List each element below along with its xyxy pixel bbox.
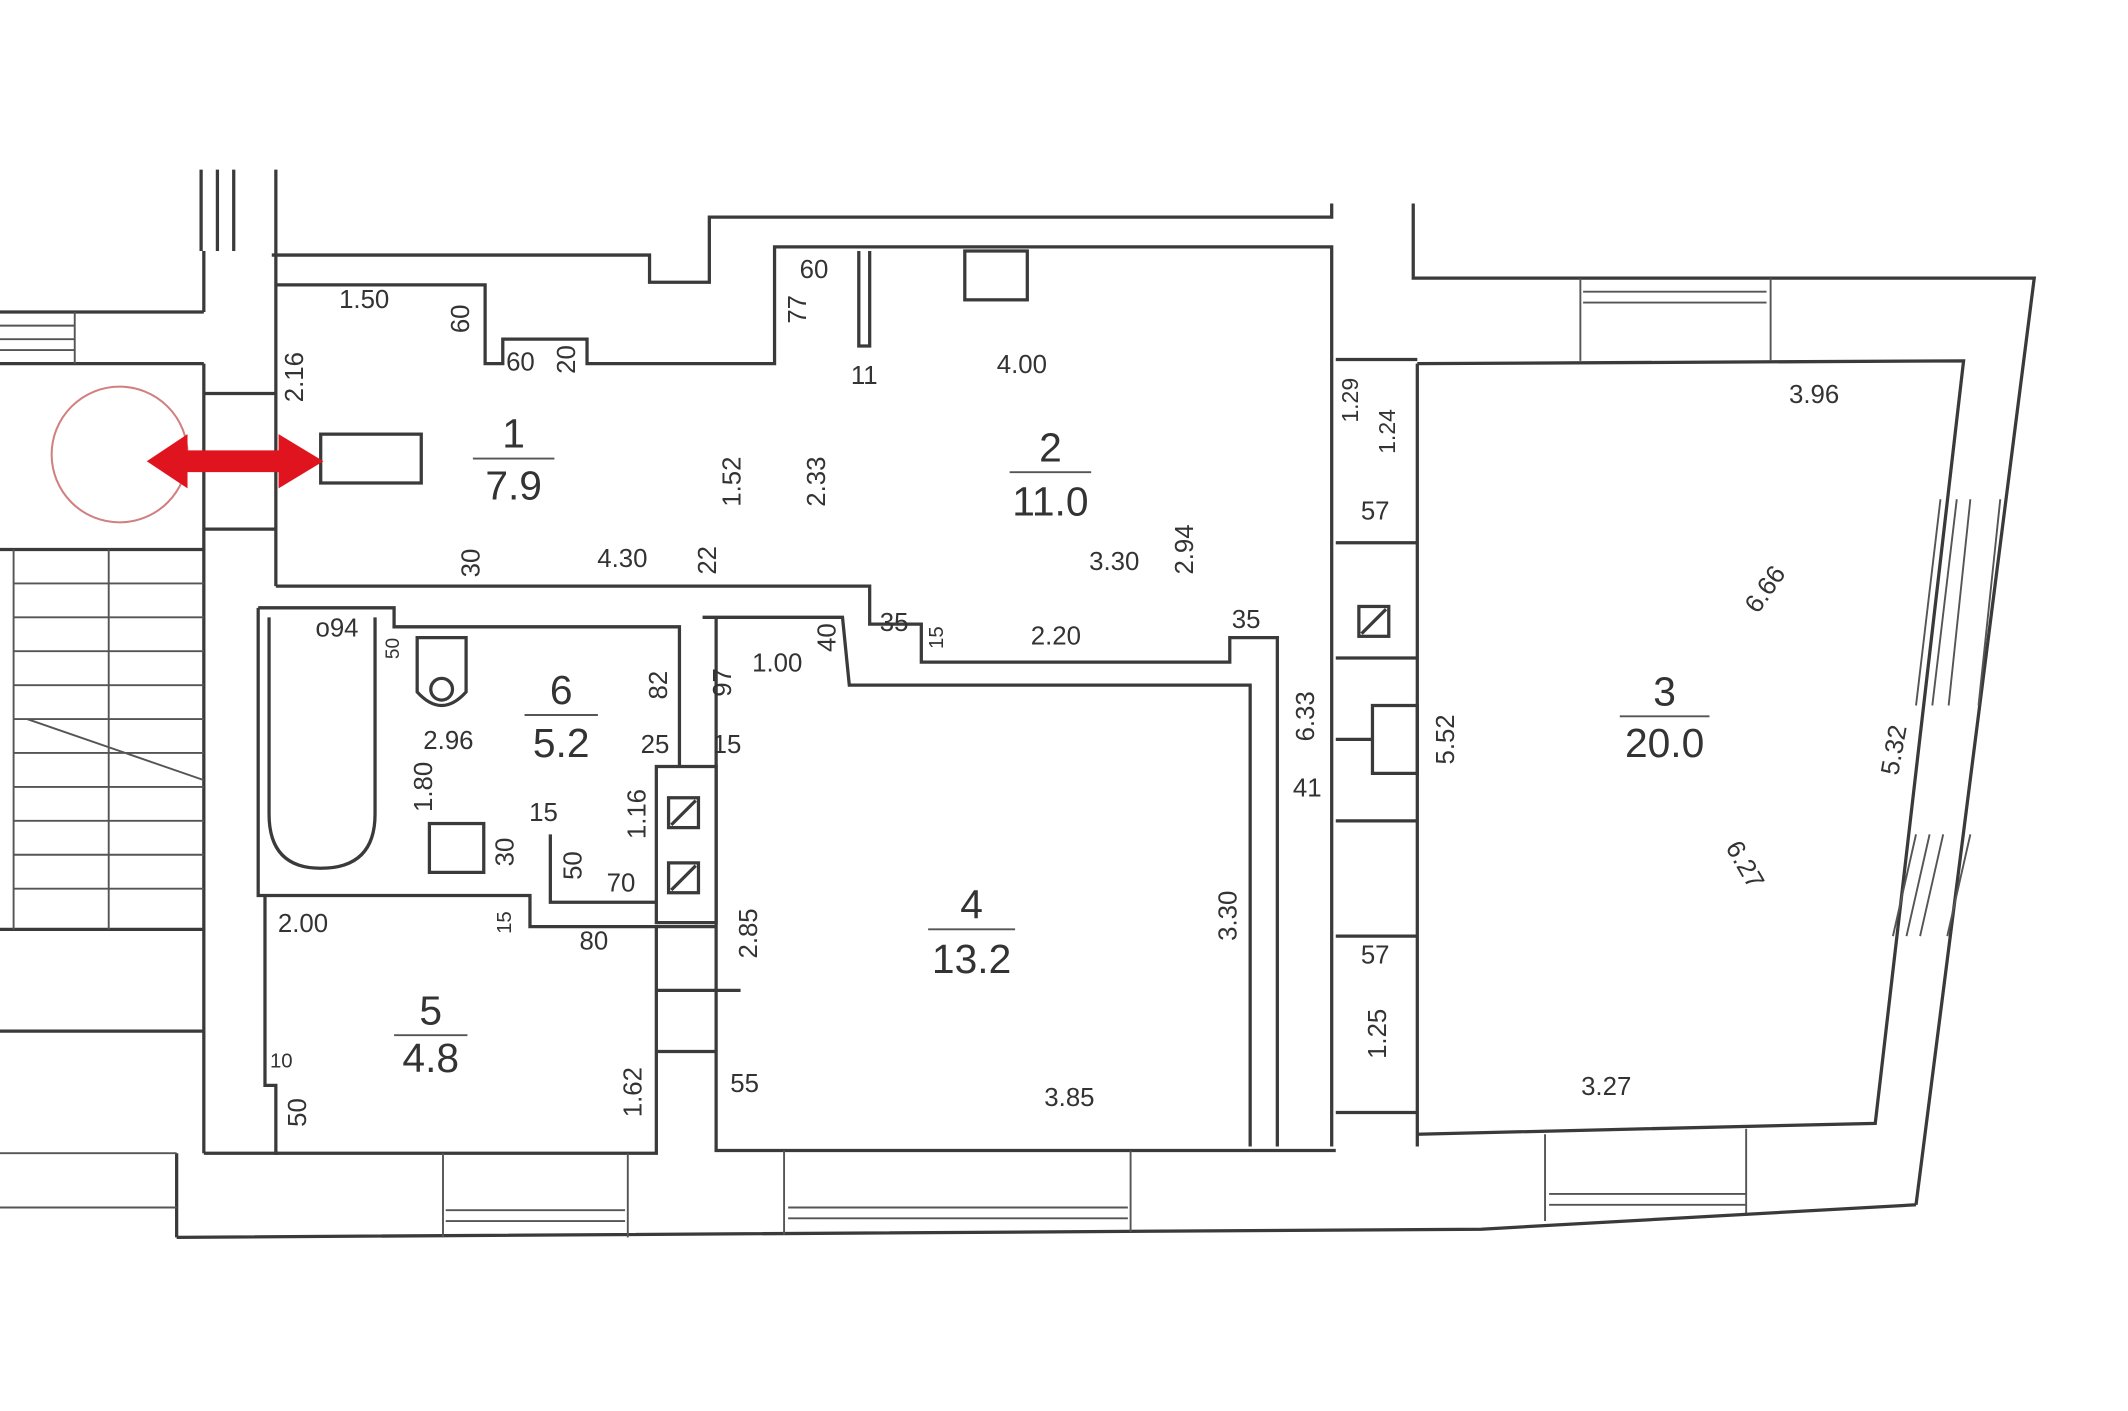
dimension-label: 82	[645, 671, 673, 700]
dimension-label: 5.52	[1432, 714, 1460, 764]
dimension-label: 60	[800, 256, 829, 284]
dimension-label: 1.29	[1337, 378, 1363, 423]
dimension-label: 2.00	[278, 910, 328, 938]
dimension-label: 15	[713, 731, 742, 759]
dimension-label: 1.52	[719, 457, 747, 507]
room-number: 3	[1653, 669, 1676, 715]
dimension-label: 55	[730, 1070, 759, 1098]
dimension-label: 1.50	[339, 286, 389, 314]
dimension-label: 2.94	[1171, 524, 1199, 574]
dimension-label: 3.85	[1044, 1084, 1094, 1112]
dimension-label: 1.00	[752, 650, 802, 678]
dimension-label: 2.16	[281, 352, 309, 402]
dimension-label: 41	[1293, 774, 1322, 802]
room-area: 20.0	[1625, 720, 1704, 766]
dimension-label: 2.20	[1031, 622, 1081, 650]
dimension-label: 2.85	[735, 908, 763, 958]
dimension-label: 1.80	[410, 762, 438, 812]
dimension-label: 4.30	[597, 545, 647, 573]
dimension-label: 10	[270, 1051, 293, 1073]
room-number: 2	[1039, 424, 1062, 470]
dimension-label: 35	[1232, 606, 1261, 634]
dimension-label: 6.66	[1740, 561, 1792, 618]
dimension-label: 15	[494, 911, 516, 934]
dimension-label: 5.32	[1876, 723, 1912, 777]
dimension-label: 11	[851, 362, 878, 390]
dimension-label: 70	[607, 869, 636, 897]
entrance-marker	[50, 385, 423, 524]
dimension-label: 25	[641, 731, 670, 759]
dimension-label: 15	[926, 626, 948, 649]
double-arrow-icon	[146, 434, 324, 489]
dimension-label: 50	[560, 851, 588, 880]
dimension-label: 20	[553, 345, 581, 374]
dimension-label: 3.96	[1789, 381, 1839, 409]
dimension-label: 57	[1361, 941, 1390, 969]
room-area: 5.2	[533, 720, 590, 766]
dimension-label: 60	[506, 348, 535, 376]
dimension-label: 57	[1361, 498, 1390, 526]
dimension-label: 3.30	[1089, 548, 1139, 576]
dimension-label: 3.30	[1215, 891, 1243, 941]
room-area: 13.2	[932, 936, 1011, 982]
room-labels: 1 7.9 2 11.0 3 20.0 4 13.2 5 4.8 6 5.2	[394, 411, 1710, 1081]
dimension-label: 50	[383, 638, 404, 659]
dimension-label: 1.25	[1364, 1009, 1392, 1059]
dimension-label: 2.96	[423, 727, 473, 755]
dimension-label: 6.27	[1720, 836, 1769, 893]
dimension-label: 77	[784, 295, 812, 324]
dimension-label: 30	[458, 549, 486, 578]
dimension-label: 80	[579, 928, 608, 956]
dimension-label: 30	[492, 838, 520, 867]
dimension-label: 1.62	[619, 1067, 647, 1117]
dimension-label: 3.27	[1581, 1073, 1631, 1101]
room-number: 4	[960, 882, 983, 928]
dimension-label: 97	[709, 668, 737, 697]
dimension-label: 35	[880, 609, 909, 637]
dimension-label: 6.33	[1292, 691, 1320, 741]
dimension-label: 15	[529, 799, 558, 827]
dimension-label: 2.33	[803, 457, 831, 507]
room-number: 5	[419, 987, 442, 1033]
dimension-label: 40	[814, 623, 842, 652]
dimension-label: 1.16	[623, 789, 651, 839]
dimension-label: 22	[694, 546, 722, 575]
dimension-label: 50	[284, 1098, 312, 1127]
dimension-label: 1.24	[1374, 409, 1400, 454]
room-number: 1	[502, 411, 525, 457]
room-area: 7.9	[485, 462, 542, 508]
dimension-label: o94	[315, 614, 358, 642]
room-area: 4.8	[402, 1035, 459, 1081]
room-area: 11.0	[1012, 479, 1088, 525]
room-number: 6	[550, 667, 573, 713]
walls	[0, 169, 2037, 1239]
dimension-label: 60	[447, 304, 475, 333]
dimension-label: 4.00	[997, 351, 1047, 379]
